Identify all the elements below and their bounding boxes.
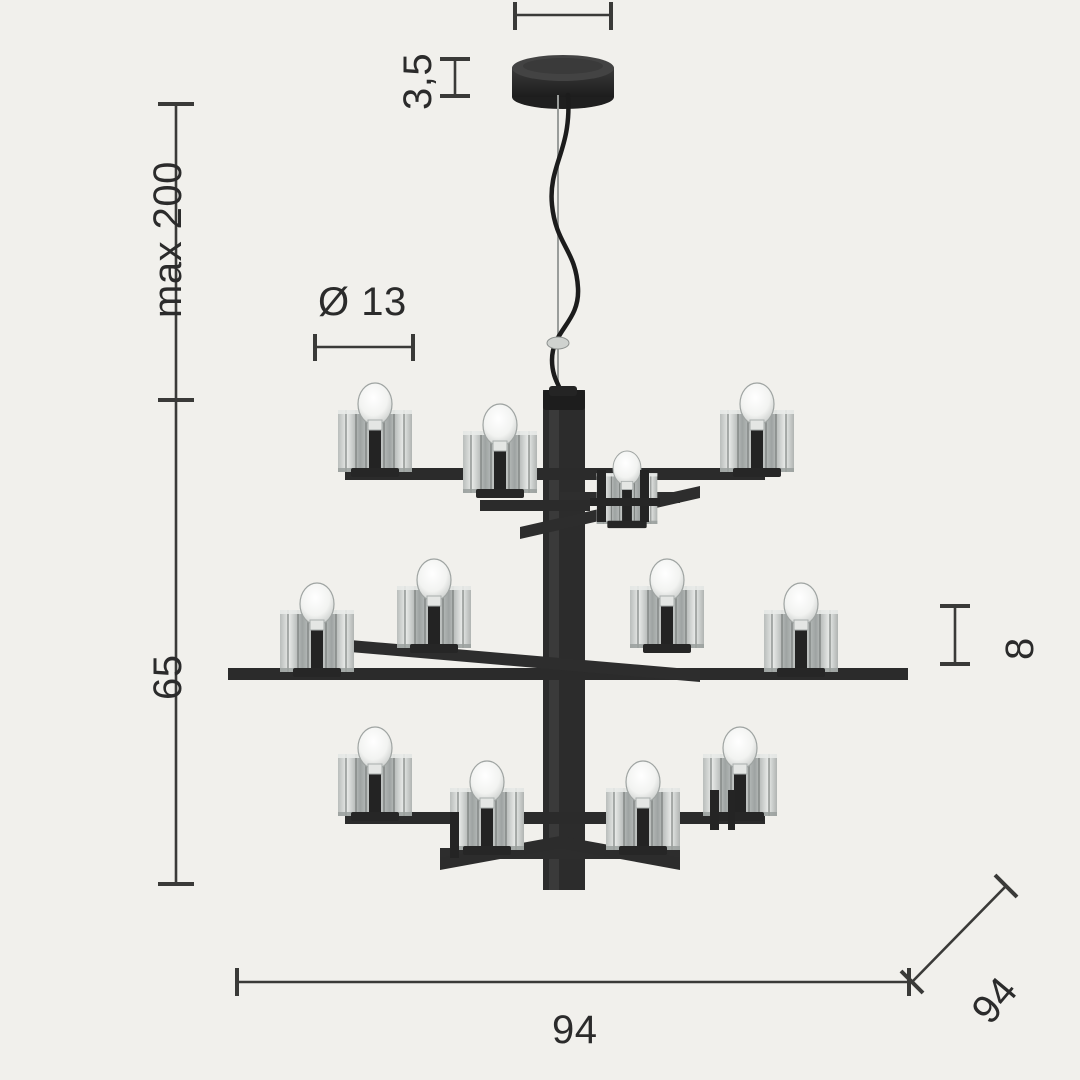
- power-cable: [549, 92, 581, 397]
- dim-label-canopy-height: 3,5: [396, 52, 440, 110]
- dim-label-shade-diameter: Ø 13: [318, 280, 407, 324]
- dim-label-body-height: 65: [146, 654, 190, 701]
- upper-tier: [337, 382, 795, 539]
- ceiling-canopy: [512, 55, 614, 109]
- dimline-depth: [911, 885, 1007, 983]
- lower-tier: [337, 726, 778, 870]
- dimtick-depth-high: [993, 873, 1019, 899]
- dim-label-width: 94: [552, 1008, 598, 1052]
- dim-label-shade-height: 8: [998, 637, 1042, 660]
- dim-label-max-height: max 200: [146, 161, 190, 318]
- middle-tier: [228, 558, 908, 682]
- dimtick-depth-low: [899, 969, 925, 995]
